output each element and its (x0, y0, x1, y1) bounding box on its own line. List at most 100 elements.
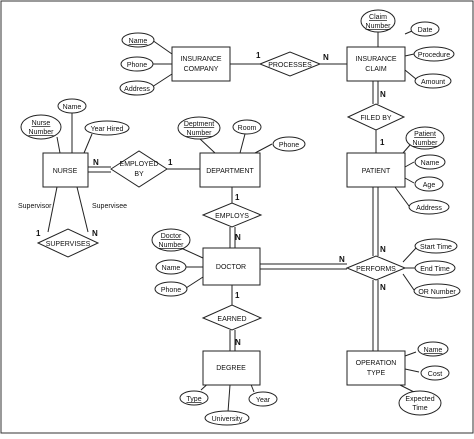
entity-label: INSURANCE (180, 56, 222, 63)
entity-label: PATIENT (362, 168, 391, 175)
relationship-label: SUPERVISES (46, 241, 91, 248)
relationship-employs: EMPLOYS (201, 202, 263, 228)
attribute-label: Room (238, 125, 257, 132)
attribute-label: Number (187, 130, 213, 137)
attribute-label: Age (423, 182, 436, 189)
cardinality-label: 1 (380, 138, 385, 147)
attribute-label: Phone (127, 62, 147, 69)
entity-label: DOCTOR (216, 264, 246, 271)
attribute-label: Number (413, 140, 439, 147)
attribute-label: Nurse (32, 120, 51, 127)
cardinality-label: N (339, 255, 345, 264)
attribute-label: Name (162, 265, 181, 272)
entity-label: INSURANCE (355, 56, 397, 63)
attribute-label: Deptment (184, 121, 214, 128)
attribute-label: Name (129, 38, 148, 45)
cardinality-label: 1 (235, 193, 240, 202)
attribute-label: Number (159, 242, 185, 249)
cardinality-label: 1 (235, 291, 240, 300)
entity-label: COMPANY (184, 66, 219, 73)
relationship-label: PROCESSES (268, 62, 312, 69)
attribute-doctor-phone: Phone (154, 281, 188, 297)
entity-degree: DEGREE (202, 350, 261, 386)
relationship-label: FILED BY (360, 115, 391, 122)
attribute-op-cost: Cost (420, 365, 450, 381)
attribute-nurse-number: Nurse Number (20, 114, 62, 140)
attribute-label: Address (416, 205, 442, 212)
attribute-label: Number (29, 129, 55, 136)
relationship-processes: PROCESSES (258, 51, 322, 77)
cardinality-label: N (235, 338, 241, 347)
cardinality-label: 1 (256, 51, 261, 60)
attribute-dept-room: Room (232, 119, 262, 135)
attribute-label: OR Number (418, 289, 456, 296)
cardinality-label: 1 (168, 158, 173, 167)
cardinality-label: N (92, 229, 98, 238)
attribute-patient-address: Address (408, 199, 450, 215)
attribute-nurse-name: Name (57, 98, 87, 114)
cardinality-label: N (323, 53, 329, 62)
attribute-label: End Time (420, 266, 450, 273)
attribute-company-address: Address (119, 80, 155, 96)
relationship-label: BY (134, 171, 144, 178)
attribute-degree-university: University (204, 410, 250, 426)
attribute-op-name: Name (417, 341, 449, 357)
attribute-label: Procedure (418, 52, 450, 59)
attribute-patient-name: Name (414, 154, 446, 170)
attribute-degree-year: Year (248, 391, 278, 407)
attribute-claim-procedure: Procedure (413, 46, 455, 62)
attribute-claim-amount: Amount (414, 73, 452, 89)
attribute-patient-number: Patient Number (405, 126, 445, 150)
entity-label: TYPE (367, 370, 386, 377)
attribute-label: Type (186, 396, 201, 403)
entity-patient: PATIENT (346, 152, 406, 188)
relationship-employed-by: EMPLOYED BY (110, 150, 168, 188)
attribute-degree-type: Type (179, 390, 209, 406)
attribute-label: Expected (405, 396, 434, 403)
cardinality-label: N (380, 283, 386, 292)
entity-label: NURSE (53, 168, 78, 175)
entity-label: DEPARTMENT (206, 168, 254, 175)
attribute-label: Name (421, 160, 440, 167)
cardinality-label: N (235, 233, 241, 242)
entity-insurance-claim: INSURANCE CLAIM (346, 46, 406, 82)
cardinality-labels: 1 N N 1 N 1 1 N 1 N N N N 1 N (36, 51, 386, 347)
attribute-label: Name (424, 347, 443, 354)
entity-doctor: DOCTOR (202, 247, 261, 286)
attribute-patient-age: Age (414, 176, 444, 192)
entity-insurance-company: INSURANCE COMPANY (171, 46, 231, 82)
cardinality-label: N (93, 158, 99, 167)
attribute-dept-number: Deptment Number (177, 116, 221, 140)
attribute-doctor-name: Name (155, 259, 187, 275)
cardinality-label: N (380, 90, 386, 99)
attribute-nurse-year-hired: Year Hired (84, 120, 130, 136)
relationship-label: PERFORMS (356, 266, 396, 273)
attribute-label: Phone (279, 142, 299, 149)
attribute-label: Year Hired (91, 126, 124, 133)
relationship-label: EARNED (217, 316, 246, 323)
attribute-perf-end-time: End Time (414, 260, 456, 276)
attribute-label: Phone (161, 287, 181, 294)
attribute-label: University (212, 416, 243, 423)
entity-operation-type: OPERATION TYPE (346, 350, 406, 386)
role-label-supervisee: Supervisee (92, 203, 127, 210)
entity-label: OPERATION (356, 360, 397, 367)
attribute-label: Patient (414, 131, 436, 138)
role-label-supervisor: Supervisor (18, 203, 52, 210)
attribute-dept-phone: Phone (272, 136, 306, 152)
entity-label: CLAIM (365, 66, 387, 73)
relationship-earned: EARNED (201, 304, 263, 331)
cardinality-label: N (380, 245, 386, 254)
attribute-claim-number: Claim Number (360, 9, 396, 33)
attribute-label: Name (63, 104, 82, 111)
attribute-company-name: Name (121, 32, 155, 48)
attribute-label: Number (366, 23, 392, 30)
attribute-label: Amount (421, 79, 445, 86)
attribute-label: Time (412, 405, 427, 412)
attribute-label: Start Time (420, 244, 452, 251)
attribute-claim-date: Date (410, 21, 440, 37)
attribute-label: Year (256, 397, 271, 404)
